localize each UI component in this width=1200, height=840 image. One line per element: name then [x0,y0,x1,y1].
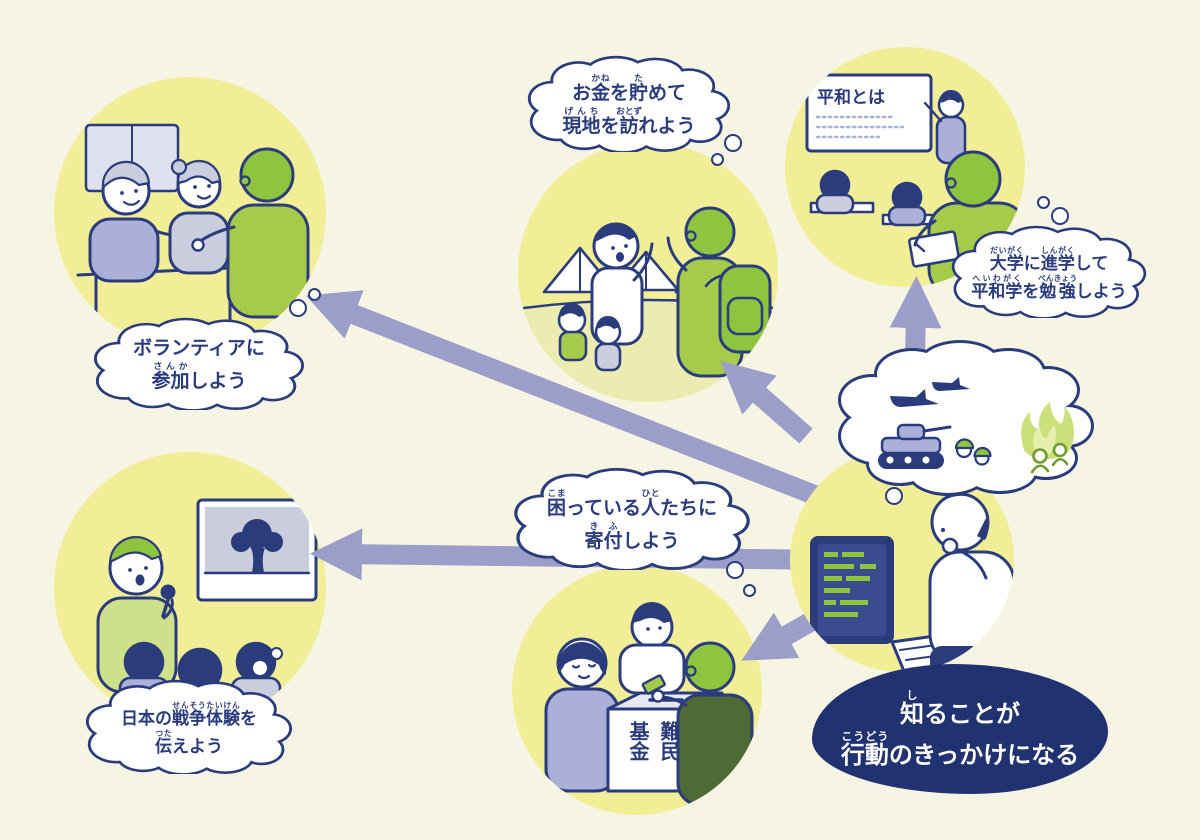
bubble-tail-dot [308,288,321,301]
bubble-tail-dot [270,647,283,660]
node-visit [516,140,780,404]
bubble-volunteer-line1: ボランティアに [133,337,265,359]
node-volunteer [52,75,328,351]
bubble-donate-line2: 寄付きふしよう [584,521,680,552]
bubble-tail-dot [1051,207,1069,225]
board-title: 平和とは [817,88,885,107]
bubble-study-line2: 平和学へいわがくを勉強べんきょうしよう [971,274,1127,301]
microphone-icon [160,584,176,620]
illustration-donate: 難民 基金 [512,565,762,815]
tank-icon [878,423,952,469]
pen-icon [913,241,926,253]
bubble-visit-line2: 現地げんちを訪おとずれよう [562,106,696,137]
bubble-volunteer-line2: 参加さんかしよう [151,360,247,392]
box-label-col1: 難民 [657,720,680,762]
bubble-visit-line1: お金かねを貯ためて [571,73,687,105]
whiteboard: 平和とは [805,73,933,153]
bubble-testimony: 日本の戦争体験せんそうたいけんを 伝つたえよう [84,678,294,774]
thought-cloud-war [828,338,1098,508]
banknote-icon [641,674,666,695]
bubble-volunteer: ボランティアに 参加さんかしよう [92,316,306,410]
thought-tail-dot [885,487,903,505]
illustration-volunteer [54,77,326,349]
illustration-war-thoughts [838,340,1094,496]
bubble-donate-line1: 困こまっている人ひとたちに [546,488,718,520]
bubble-study: 大学だいがくに進学しんがくして 平和学へいわがくを勉強べんきょうしよう [950,224,1148,318]
jet-icon [932,377,970,391]
conclusion-line2: 行動こうどうのきっかけになる [840,730,1080,769]
pointer-stick [923,101,943,123]
bubble-tail-dot [1037,196,1050,209]
bubble-study-line1: 大学だいがくに進学しんがくして [989,245,1109,273]
conclusion-banner: 知しることが 行動こうどうのきっかけになる [812,664,1108,794]
bubble-donate: 困こまっている人ひとたちに 寄付きふしよう [512,466,752,570]
soldier-icon [954,438,992,466]
bubble-tail-dot [743,584,756,597]
node-study: 平和とは [783,45,1027,289]
bubble-tail-dot [726,561,744,579]
bubble-tail-dot [251,659,269,677]
refugee-figures [1030,442,1069,474]
donation-box: 難民 基金 [606,691,724,793]
bubble-visit: お金かねを貯ためて 現地げんちを訪おとずれよう [526,54,732,152]
bubble-testimony-line1: 日本の戦争体験せんそうたいけんを [121,700,257,728]
conclusion-line1: 知しることが [900,689,1020,728]
box-label-col2: 基金 [626,721,650,761]
illustration-visit [518,142,778,402]
illustration-study: 平和とは [785,47,1025,287]
notebook [908,230,960,268]
bubble-tail-dot [724,134,742,152]
node-donate: 難民 基金 [510,563,764,817]
bubble-tail-dot [711,153,724,166]
projector-screen-mushroom-cloud [196,498,318,602]
bubble-tail-dot [289,299,307,317]
bubble-testimony-line2: 伝つたえよう [155,729,223,756]
